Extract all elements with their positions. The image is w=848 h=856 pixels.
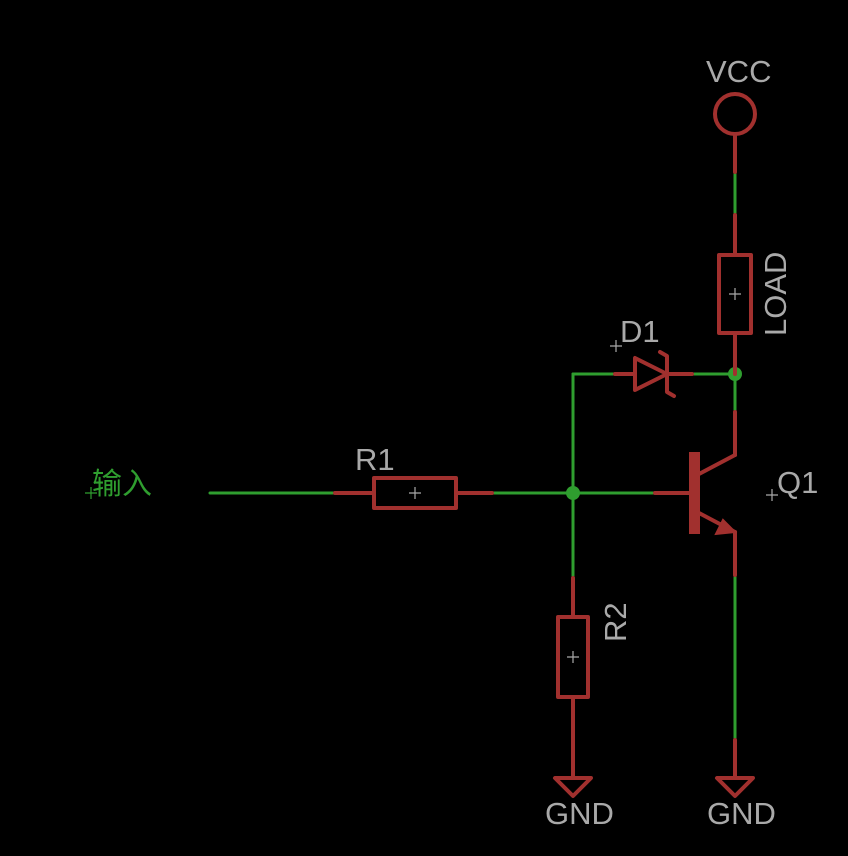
r1-origin-icon xyxy=(409,487,421,499)
q1-base-bar xyxy=(689,452,700,534)
d1-label: D1 xyxy=(620,314,660,349)
gnd-right-label: GND xyxy=(707,796,776,831)
junction-dot-base xyxy=(566,486,580,500)
vcc-label: VCC xyxy=(706,54,771,89)
r2-label: R2 xyxy=(598,602,633,642)
r2-origin-icon xyxy=(567,651,579,663)
load-resistor[interactable]: LOAD xyxy=(717,213,793,376)
load-origin-icon xyxy=(729,288,741,300)
ground-left[interactable]: GND xyxy=(545,740,614,831)
input-net-label[interactable]: 输入 xyxy=(85,467,152,502)
load-label: LOAD xyxy=(758,252,793,336)
resistor-r2[interactable]: R2 xyxy=(556,576,633,744)
q1-origin-icon xyxy=(766,489,778,501)
d1-origin-icon xyxy=(610,340,622,352)
q1-collector-arm xyxy=(697,453,737,476)
wires xyxy=(208,170,737,744)
q1-emitter-arrow-icon xyxy=(714,518,738,536)
vcc-supply[interactable]: VCC xyxy=(706,54,771,174)
diode-d1[interactable]: D1 xyxy=(610,314,694,398)
vcc-ring-icon xyxy=(713,92,757,136)
input-net-text: 输入 xyxy=(92,467,152,502)
gnd-right-triangle-icon xyxy=(715,776,755,798)
ground-right[interactable]: GND xyxy=(707,738,776,831)
input-origin-icon xyxy=(85,487,97,499)
r1-label: R1 xyxy=(355,442,395,477)
d1-triangle-icon xyxy=(633,356,669,392)
q1-label: Q1 xyxy=(777,465,818,500)
gnd-left-label: GND xyxy=(545,796,614,831)
gnd-left-triangle-icon xyxy=(553,776,593,798)
transistor-q1[interactable]: Q1 xyxy=(653,410,818,577)
resistor-r1[interactable]: R1 xyxy=(333,442,494,510)
